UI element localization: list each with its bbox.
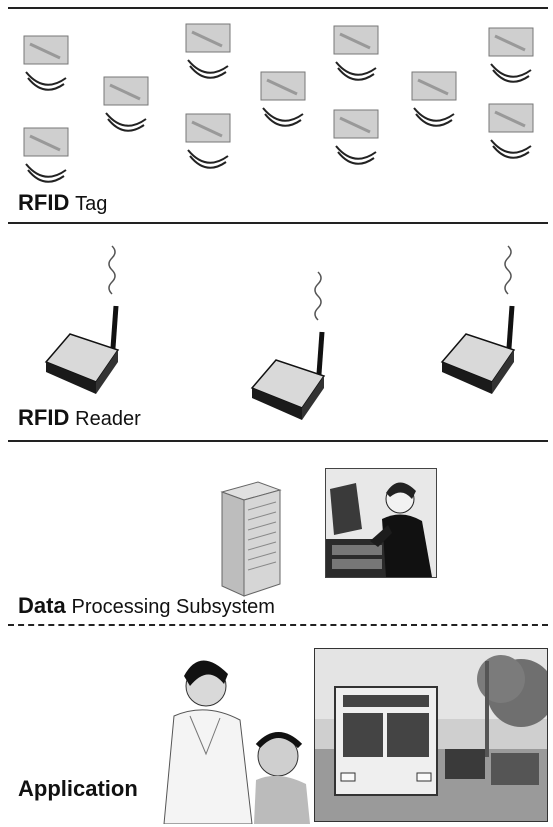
rfid-tag-icon — [257, 70, 313, 130]
top-divider — [8, 7, 548, 9]
rfid-tag-label: RFID Tag — [18, 190, 107, 216]
divider-3-dashed — [8, 624, 548, 626]
rfid-reader-icon — [246, 270, 366, 420]
application-layer: Application — [0, 626, 553, 827]
rfid-tag-label-rest: Tag — [75, 193, 108, 215]
data-processing-label: Data Processing Subsystem — [18, 593, 275, 619]
data-processing-layer: Data Processing Subsystem — [0, 442, 553, 622]
divider-1 — [8, 222, 548, 224]
rfid-reader-icon — [40, 244, 160, 394]
rfid-reader-icon — [436, 244, 553, 394]
rfid-reader-label-rest: Reader — [75, 408, 141, 430]
rfid-tag-icon — [408, 70, 464, 130]
medical-application-image — [160, 646, 310, 824]
application-label: Application — [18, 776, 138, 802]
rfid-tag-icon — [182, 22, 238, 82]
rfid-reader-label-strong: RFID — [18, 405, 70, 430]
operator-at-computer-image — [325, 468, 437, 578]
server-icon — [218, 480, 284, 598]
rfid-tag-icon — [20, 126, 76, 186]
rfid-reader-label: RFID Reader — [18, 405, 141, 431]
bus-street-image — [314, 648, 548, 822]
rfid-tag-icon — [20, 34, 76, 94]
rfid-tag-icon — [485, 102, 541, 162]
rfid-tag-icon — [182, 112, 238, 172]
rfid-reader-layer: RFID Reader — [0, 224, 553, 438]
data-processing-label-strong: Data — [18, 593, 66, 618]
rfid-tag-icon — [100, 75, 156, 135]
divider-2 — [8, 440, 548, 442]
rfid-tag-icon — [330, 24, 386, 84]
rfid-tag-layer: RFID Tag — [0, 0, 553, 220]
application-label-strong: Application — [18, 776, 138, 801]
rfid-tag-icon — [330, 108, 386, 168]
data-processing-label-rest: Processing Subsystem — [71, 596, 275, 618]
rfid-tag-icon — [485, 26, 541, 86]
rfid-tag-label-strong: RFID — [18, 190, 70, 215]
